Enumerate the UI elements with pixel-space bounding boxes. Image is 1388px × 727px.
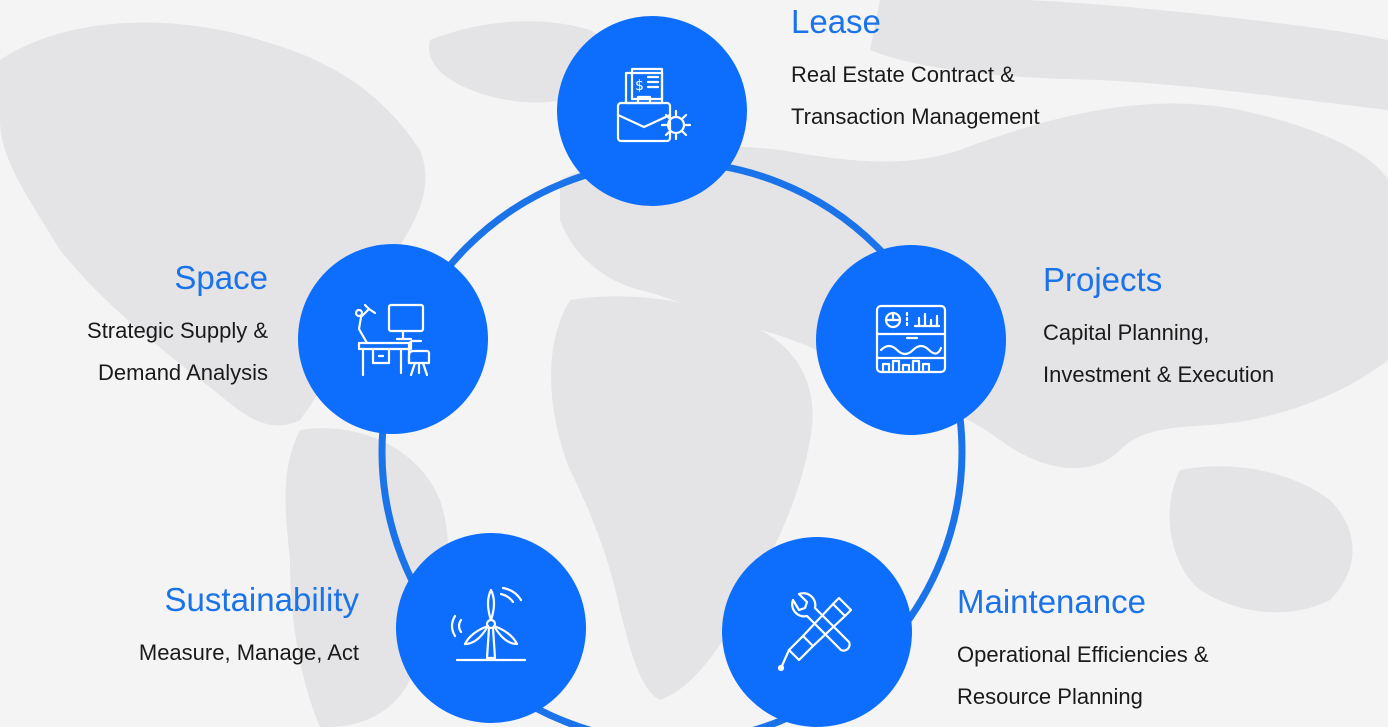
- lease-label: Lease Real Estate Contract & Transaction…: [791, 2, 1040, 138]
- lease-title: Lease: [791, 3, 881, 40]
- wind-turbine-icon: [450, 586, 527, 662]
- sustainability-label: Sustainability Measure, Manage, Act: [139, 580, 359, 674]
- desk-workstation-icon: [354, 303, 431, 377]
- projects-desc-line-2: Investment & Execution: [1043, 362, 1275, 387]
- maintenance-label: Maintenance Operational Efficiencies & R…: [957, 582, 1209, 718]
- sustainability-node: [396, 533, 586, 723]
- sustainability-desc-line-1: Measure, Manage, Act: [138, 640, 359, 665]
- wrench-screwdriver-icon: [777, 592, 853, 672]
- projects-label: Projects Capital Planning, Investment & …: [1043, 260, 1274, 396]
- space-node: [298, 244, 488, 434]
- projects-node: [816, 245, 1006, 435]
- dashboard-charts-icon: [875, 304, 947, 374]
- space-desc-line-2: Demand Analysis: [98, 360, 268, 385]
- projects-desc-line-1: Capital Planning,: [1043, 320, 1210, 345]
- space-label: Space Strategic Supply & Demand Analysis: [87, 258, 268, 394]
- svg-text:$: $: [635, 78, 644, 94]
- maintenance-node: [722, 537, 912, 727]
- projects-title: Projects: [1043, 261, 1163, 298]
- contract-briefcase-gear-icon: $: [616, 67, 692, 143]
- space-title: Space: [174, 259, 268, 296]
- sustainability-title: Sustainability: [164, 581, 359, 618]
- maintenance-desc-line-1: Operational Efficiencies &: [957, 642, 1209, 667]
- lease-node: $: [557, 16, 747, 206]
- lease-desc-line-1: Real Estate Contract &: [791, 62, 1015, 87]
- maintenance-title: Maintenance: [957, 583, 1146, 620]
- lease-desc-line-2: Transaction Management: [791, 104, 1040, 129]
- maintenance-desc-line-2: Resource Planning: [957, 684, 1143, 709]
- space-desc-line-1: Strategic Supply &: [87, 318, 268, 343]
